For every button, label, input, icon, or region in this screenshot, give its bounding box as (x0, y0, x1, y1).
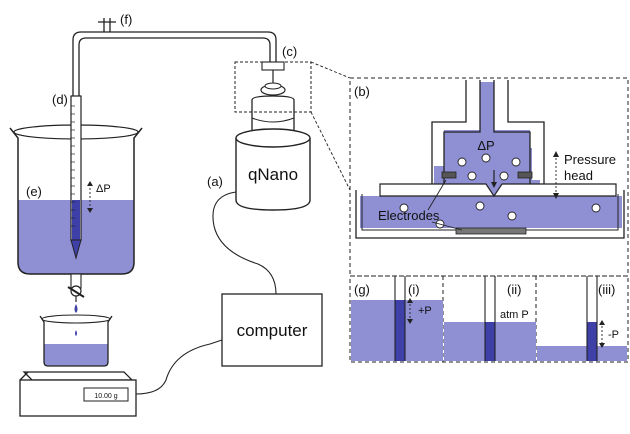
label-iii: (iii) (598, 282, 615, 297)
state-atmospheric-pressure (444, 276, 536, 361)
state-positive-pressure (351, 276, 443, 361)
label-ii: (ii) (507, 282, 521, 297)
minus-p-label: -P (608, 329, 619, 341)
falling-drop (74, 304, 78, 313)
valve-f (98, 18, 116, 32)
label-b: (b) (354, 84, 370, 99)
zoom-line-bottom (310, 111, 351, 191)
label-a: (a) (207, 174, 223, 189)
zoom-box-c (234, 61, 312, 113)
pressure-head-line1: Pressure (564, 152, 616, 167)
plus-p-label: +P (418, 305, 432, 317)
electrode-pointers (427, 179, 463, 231)
detail-delta-p: ΔP (477, 138, 494, 153)
zoom-line-top (310, 61, 351, 79)
electrodes-label: Electrodes (378, 208, 440, 223)
scale (19, 371, 137, 417)
atm-p-label: atm P (500, 309, 529, 321)
cable-qnano (212, 191, 277, 295)
computer-label: computer (237, 321, 308, 340)
pressure-head-line2: head (564, 168, 593, 183)
label-c: (c) (282, 44, 297, 59)
tubing (72, 31, 277, 96)
state-negative-pressure (537, 276, 627, 361)
label-e: (e) (26, 184, 42, 199)
cell-cross-section (355, 80, 625, 239)
stopcock (67, 273, 85, 302)
qnano-label: qNano (248, 165, 298, 184)
label-f: (f) (120, 12, 132, 27)
scale-display: 10.00 g (94, 393, 117, 400)
label-d: (d) (52, 92, 68, 107)
cable-scale (135, 339, 223, 395)
burette-d (70, 95, 82, 260)
label-g: (g) (354, 282, 370, 297)
small-beaker (39, 314, 113, 367)
label-i: (i) (408, 282, 420, 297)
computer-box (221, 293, 323, 367)
beaker-delta-p: ΔP (96, 183, 111, 195)
qnano-device (235, 61, 311, 211)
